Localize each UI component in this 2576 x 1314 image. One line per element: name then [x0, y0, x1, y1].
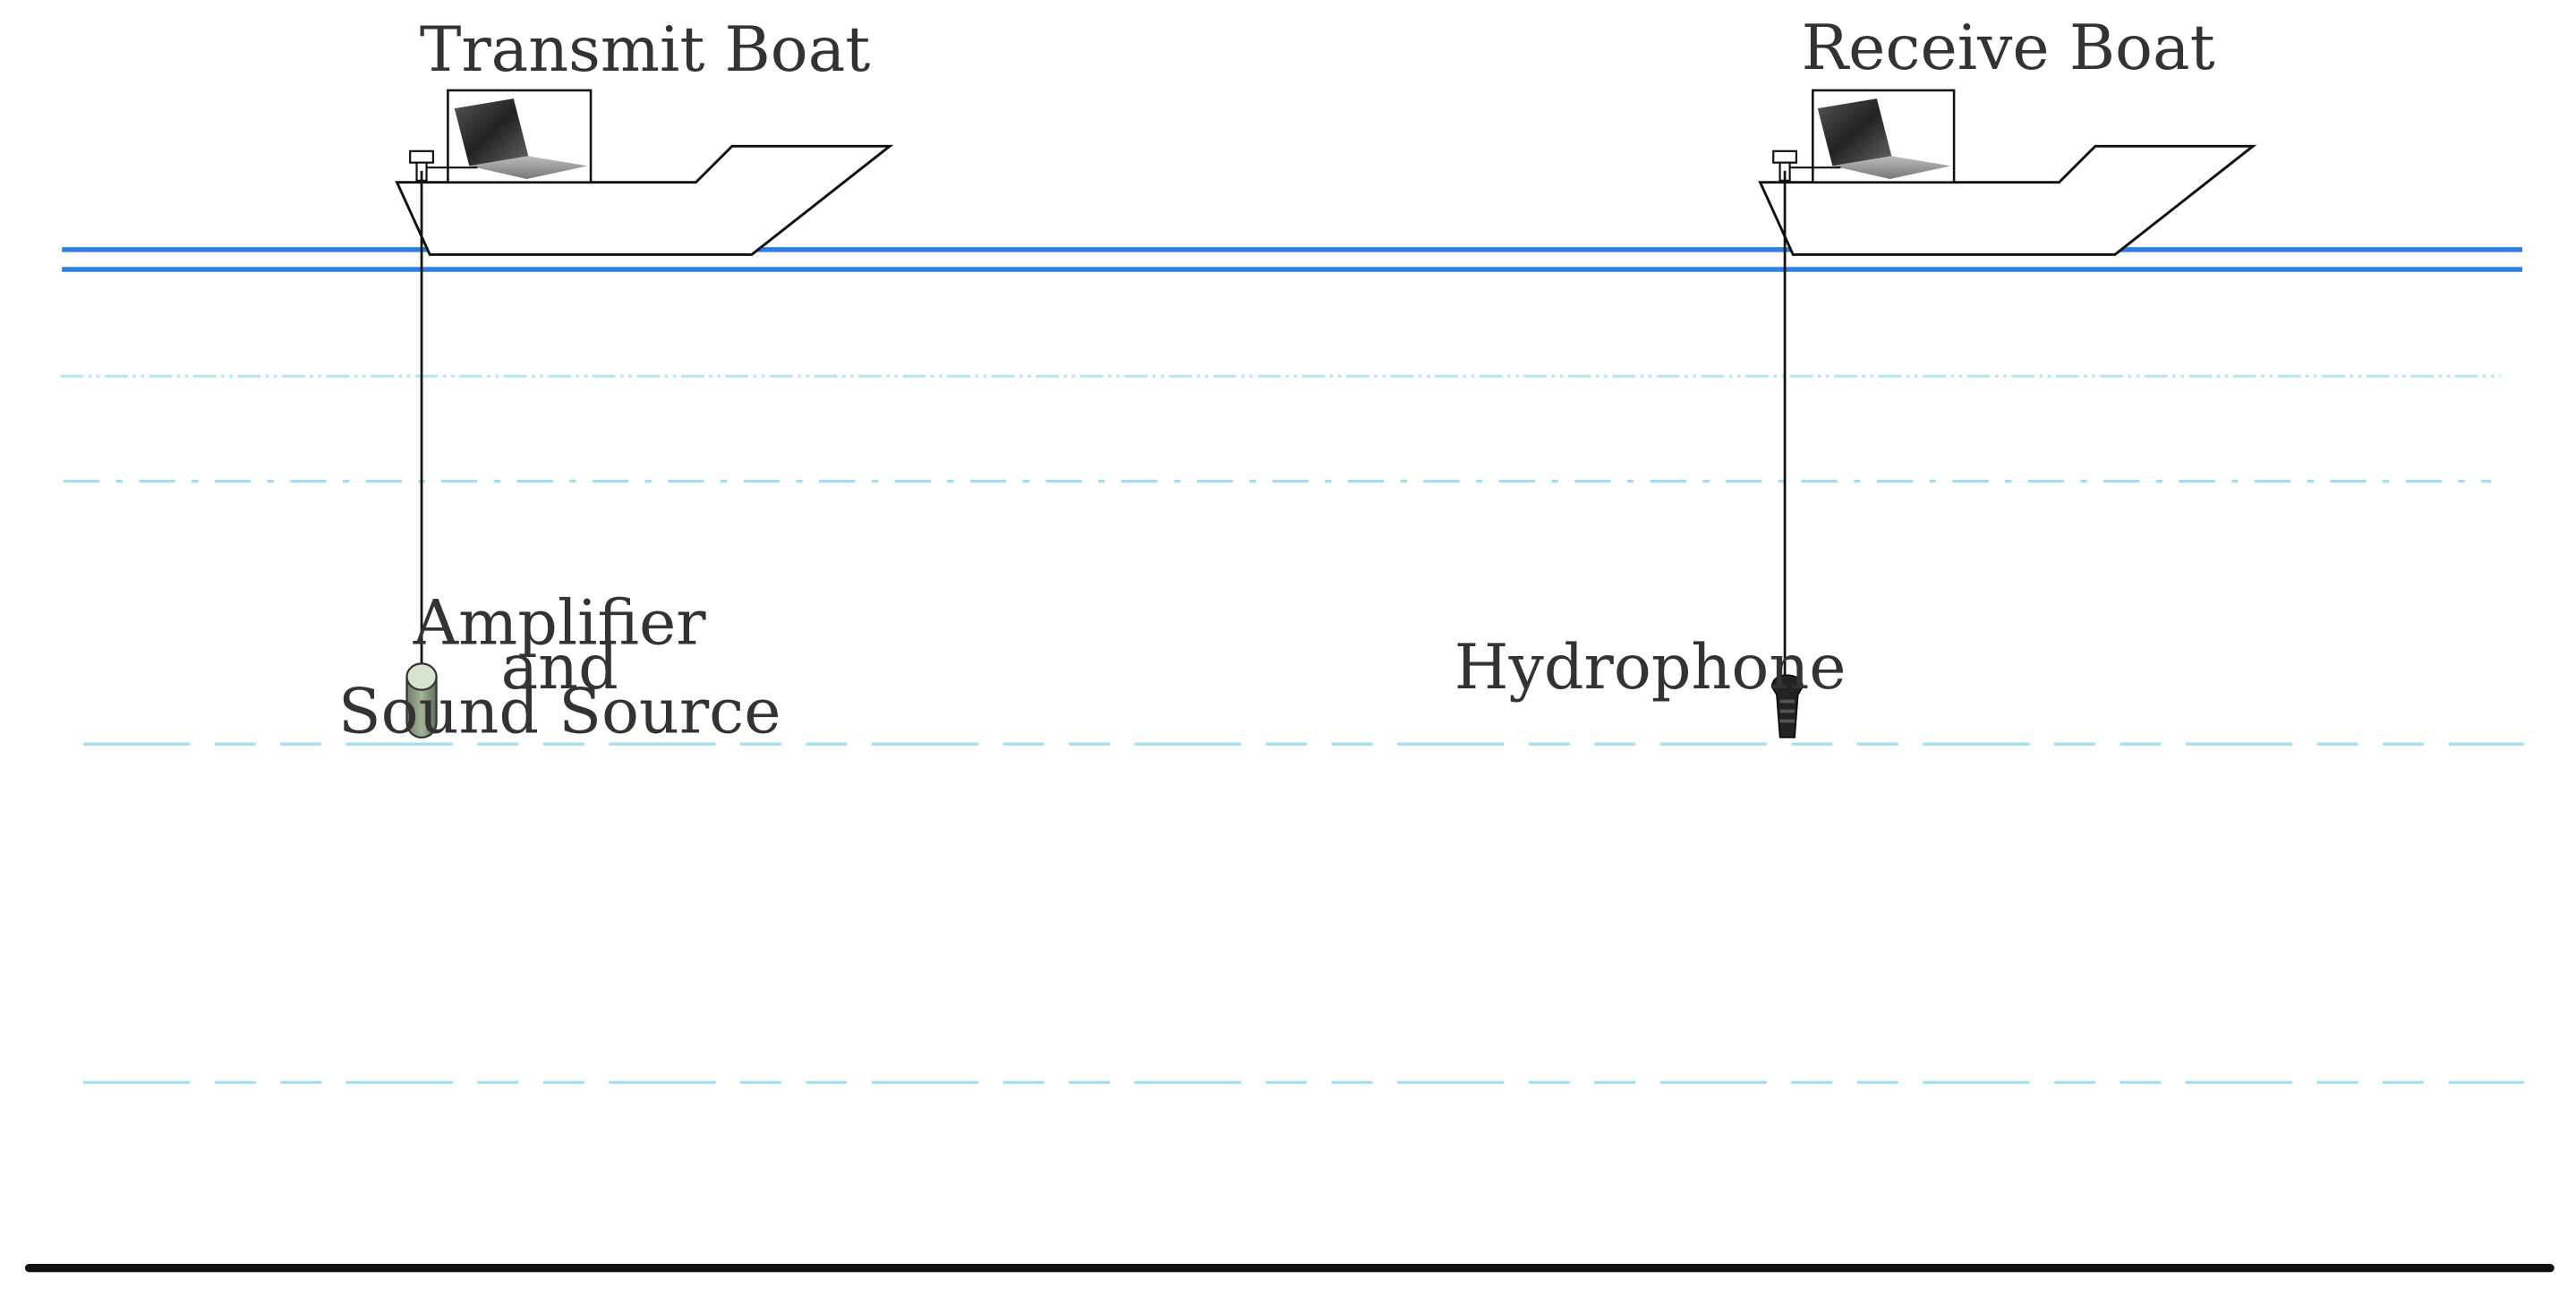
transmit-boat-label: Transmit Boat [420, 13, 870, 86]
sound-source-label-line2: and [501, 631, 618, 704]
receive-boat-label: Receive Boat [1802, 12, 2215, 84]
receive-boat [1758, 89, 2257, 680]
laptop-icon [454, 98, 588, 180]
hydrophone-label: Hydrophone [1454, 631, 1847, 704]
sound-source-icon [405, 662, 438, 739]
hydrophone-icon [1770, 674, 1804, 738]
transmit-boat [395, 89, 894, 672]
sound-source-label-line3: Sound Source [338, 675, 781, 747]
laptop-icon [1817, 98, 1951, 180]
sound-source-label-line1: Amplifier [413, 586, 706, 659]
